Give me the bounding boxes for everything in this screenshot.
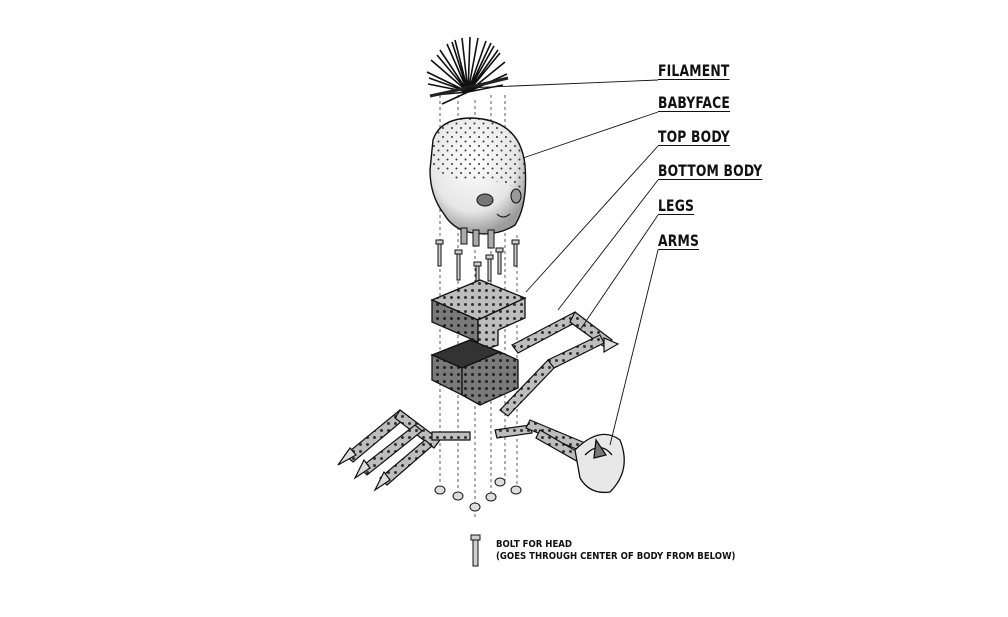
callout-babyface: BABYFACE [658,93,731,112]
head-bolt-part [470,534,481,567]
callout-top-body: TOP BODY [658,127,730,146]
bolt-note-detail: (GOES THROUGH CENTER OF BODY FROM BELOW) [496,551,736,562]
legs-part [337,409,601,492]
callout-filament: FILAMENT [658,61,730,80]
babyface-part [429,117,527,249]
arm-part [499,311,620,417]
callout-arms: ARMS [658,231,700,250]
top-body-part [430,279,527,353]
filament-part [426,36,509,105]
bolt-note-title: BOLT FOR HEAD [496,539,573,550]
callout-bottom-body: BOTTOM BODY [658,161,763,180]
hand-part [574,433,625,494]
leader-lines [465,79,659,446]
callout-legs: LEGS [658,196,695,215]
nut-set [434,477,522,512]
bottom-body-part [430,339,519,406]
